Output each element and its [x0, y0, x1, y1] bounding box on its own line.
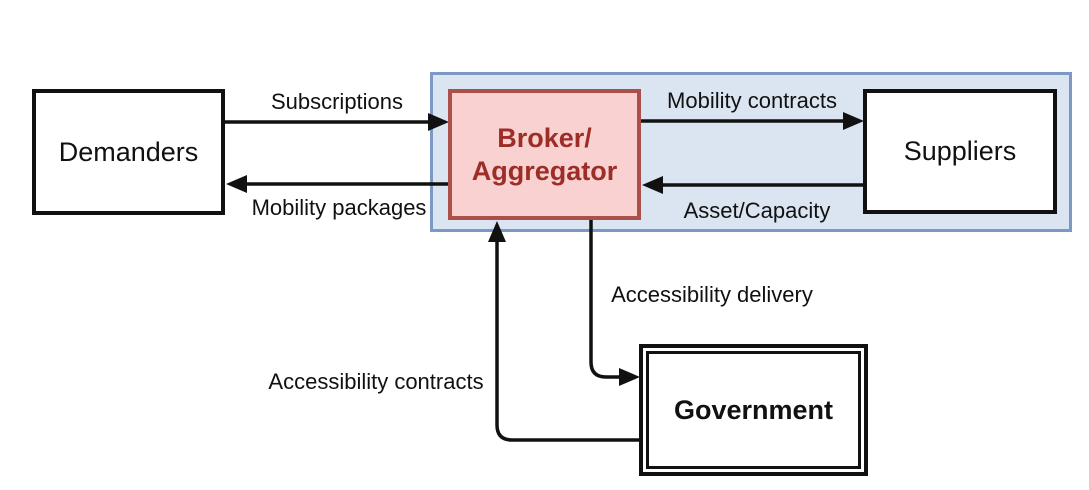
edge-label-mobility-contracts: Mobility contracts: [667, 88, 837, 113]
edge-label-asset-capacity: Asset/Capacity: [683, 198, 831, 223]
edge-mobility-packages-arrowhead: [226, 175, 247, 193]
node-government-label: Government: [673, 394, 834, 425]
edge-label-mobility-packages: Mobility packages: [251, 195, 427, 220]
node-demanders: Demanders: [32, 89, 225, 215]
node-broker-label-line1: Broker/: [497, 122, 592, 153]
node-government: Government: [639, 344, 868, 476]
edge-label-accessibility-contracts: Accessibility contracts: [268, 369, 484, 394]
node-broker-label-line2: Aggregator: [471, 155, 618, 186]
edge-accessibility-contracts-line: [495, 239, 639, 442]
node-suppliers-label: Suppliers: [903, 136, 1017, 166]
edge-label-subscriptions: Subscriptions: [270, 89, 404, 114]
node-broker-aggregator: Broker/ Aggregator: [448, 89, 641, 220]
node-government-inner-border: Government: [646, 351, 861, 469]
node-demanders-label: Demanders: [58, 136, 199, 167]
edge-label-accessibility-delivery: Accessibility delivery: [611, 282, 813, 307]
edge-accessibility-delivery-arrowhead: [619, 368, 640, 386]
node-suppliers: Suppliers: [863, 89, 1057, 214]
